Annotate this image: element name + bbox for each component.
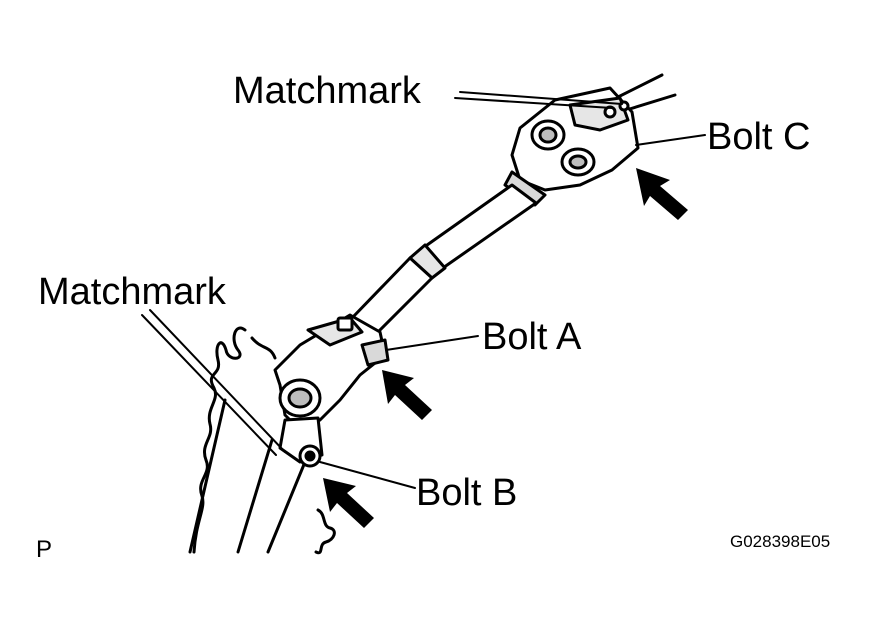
view-marker: P [36,536,53,563]
arrows [323,168,688,528]
intermediate-shaft [350,183,538,340]
bolt-c-label: Bolt C [707,116,811,158]
dust-seal-outline [314,508,336,555]
lower-universal-joint [273,313,390,432]
leader-lines [141,91,706,489]
steering-gear-input-shaft [188,398,324,554]
arrow-bolt-a [382,370,432,420]
boot-outline [192,326,247,554]
bolt-b-label: Bolt B [416,472,518,514]
arrow-bolt-b [323,478,374,528]
boot-outline-inner [250,336,277,360]
bolt-a-label: Bolt A [482,316,582,358]
arrow-bolt-c [636,168,688,220]
matchmark-lower-label: Matchmark [38,271,226,313]
figure-code: G028398E05 [730,532,831,551]
matchmark-upper-label: Matchmark [233,70,421,112]
